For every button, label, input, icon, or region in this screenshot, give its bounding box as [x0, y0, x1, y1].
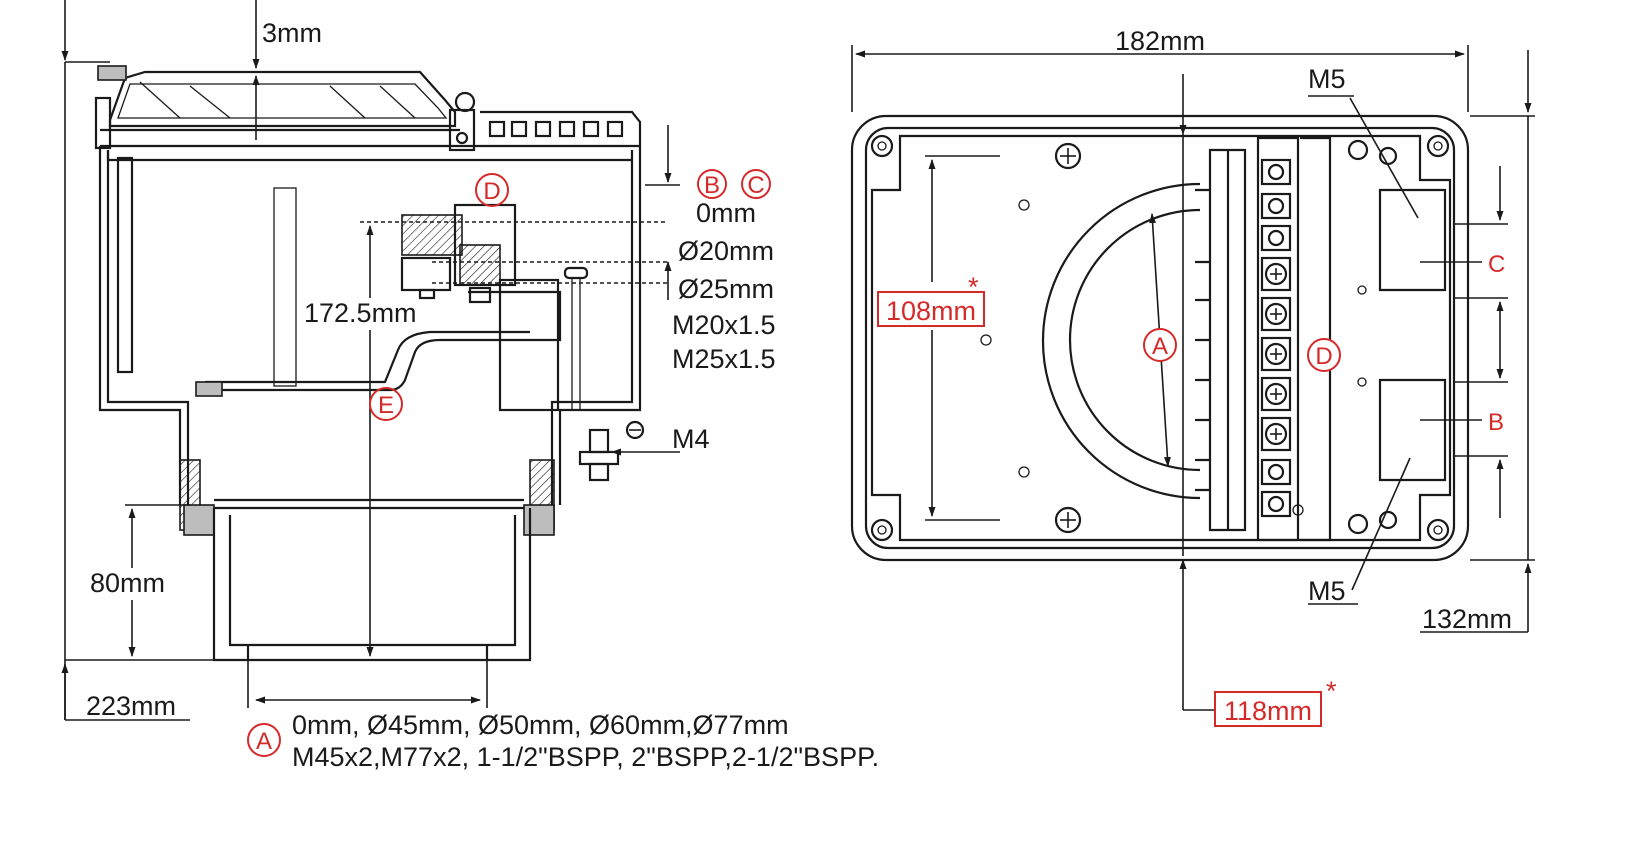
m4-screw — [578, 420, 645, 482]
entry-size-3: M20x1.5 — [672, 310, 776, 340]
plan-view: 182mm 132mm 108mm * 118mm * M5 M5 — [850, 26, 1535, 727]
opening-sizes-line1: 0mm, Ø45mm, Ø50mm, Ø60mm,Ø77mm — [292, 710, 789, 740]
dim-80mm: 80mm — [90, 568, 165, 598]
side-view: 3mm 223mm 80mm 172.5mm M4 B C 0mm Ø20mm — [61, 0, 776, 721]
opening-note: A 0mm, Ø45mm, Ø50mm, Ø60mm,Ø77mm M45x2,M… — [247, 710, 879, 772]
terminal-block — [400, 203, 517, 304]
m5-bottom-label: M5 — [1308, 576, 1346, 606]
m4-label: M4 — [672, 424, 710, 454]
latch — [448, 91, 476, 152]
dim-182mm: 182mm — [1115, 26, 1205, 56]
outlet-pipe — [212, 508, 532, 662]
dim-132mm: 132mm — [1422, 604, 1512, 634]
body-rim — [480, 110, 642, 146]
corner-holes — [870, 134, 1450, 542]
asterisk-118: * — [1326, 676, 1337, 706]
dim-3mm: 3mm — [262, 18, 322, 48]
dim-118mm: 118mm — [1224, 696, 1312, 726]
terminals — [1260, 158, 1292, 518]
side-pockets — [1349, 97, 1447, 591]
entry-size-4: M25x1.5 — [672, 344, 776, 374]
terminal-strip — [1256, 136, 1332, 542]
entry-size-1: Ø20mm — [678, 236, 774, 266]
marker-d-plan: D — [1315, 343, 1332, 370]
din-rail — [1195, 148, 1247, 532]
entry-lines — [360, 184, 680, 284]
m5-top-label: M5 — [1308, 64, 1346, 94]
side-b-label: B — [1488, 409, 1504, 436]
dim-108mm: 108mm — [886, 296, 976, 326]
dim-172-5mm: 172.5mm — [304, 298, 417, 328]
marker-a-plan: A — [1152, 333, 1168, 360]
mounting-plate — [498, 266, 589, 412]
entry-size-0: 0mm — [696, 198, 756, 228]
side-c-label: C — [1488, 251, 1505, 278]
lid — [94, 65, 640, 150]
opening-sizes-line2: M45x2,M77x2, 1-1/2"BSPP, 2"BSPP,2-1/2"BS… — [292, 742, 879, 772]
marker-b: B — [704, 172, 720, 199]
marker-c: C — [747, 172, 764, 199]
asterisk-108: * — [968, 272, 979, 302]
marker-d-side: D — [483, 178, 500, 205]
marker-a-note: A — [256, 728, 272, 755]
marker-e: E — [378, 392, 394, 419]
entry-size-2: Ø25mm — [678, 274, 774, 304]
inner-step — [195, 290, 562, 397]
dim-223mm: 223mm — [86, 691, 176, 721]
